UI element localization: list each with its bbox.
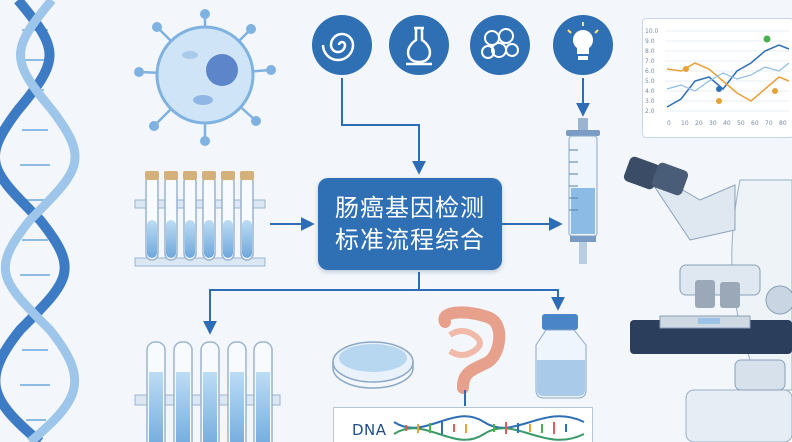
x-tick: 20 [695, 120, 703, 127]
swirl-icon [312, 15, 372, 75]
x-tick: 10 [681, 120, 689, 127]
flask-icon [389, 15, 449, 75]
x-tick: 80 [779, 120, 787, 127]
y-tick: 9.0 [645, 38, 655, 45]
x-tick: 60 [751, 120, 759, 127]
chart-line-lightblue [666, 62, 790, 92]
chart-line-blue [666, 44, 790, 108]
x-tick: 50 [737, 120, 745, 127]
y-tick: 6.0 [645, 68, 655, 75]
title-line-1: 肠癌基因检测 [335, 194, 485, 222]
lightbulb-icon [553, 15, 613, 75]
flow-arrows [203, 78, 590, 406]
cell-cluster-icon [470, 15, 530, 75]
chart-points [683, 35, 778, 104]
y-tick: 5.0 [645, 78, 655, 85]
dna-double-strand [393, 415, 585, 441]
microscope-illustration [623, 156, 792, 442]
intestine-illustration [438, 306, 506, 394]
virus-cell-illustration [134, 9, 276, 146]
dna-helix-illustration [0, 0, 80, 442]
y-tick: 3.0 [645, 98, 655, 105]
petri-dish-illustration [332, 341, 414, 389]
y-tick: 7.0 [645, 58, 655, 65]
x-tick: 70 [765, 120, 773, 127]
x-tick: 30 [709, 120, 717, 127]
chart-x-ticks: 0 10 20 30 40 50 60 70 80 [667, 120, 787, 127]
test-tube-rack-top [134, 171, 266, 267]
y-tick: 4.0 [645, 88, 655, 95]
dna-sequence-strip: DNA [333, 407, 593, 442]
chart-y-ticks: 10.0 9.0 8.0 7.0 6.0 5.0 4.0 3.0 2.0 [645, 28, 659, 115]
syringe-illustration [566, 118, 600, 264]
x-tick: 0 [667, 120, 671, 127]
mini-line-chart: 10.0 9.0 8.0 7.0 6.0 5.0 4.0 3.0 2.0 0 1… [642, 18, 792, 138]
chart-gridlines [665, 30, 789, 112]
title-line-2: 标准流程综合 [335, 226, 485, 254]
dna-label: DNA [352, 421, 387, 439]
y-tick: 10.0 [645, 28, 659, 35]
y-tick: 2.0 [645, 108, 655, 115]
test-tube-rack-bottom [134, 341, 281, 442]
y-tick: 8.0 [645, 48, 655, 55]
process-title-box: 肠癌基因检测 标准流程综合 [318, 178, 502, 270]
reagent-bottle-illustration [535, 314, 587, 399]
x-tick: 40 [723, 120, 731, 127]
